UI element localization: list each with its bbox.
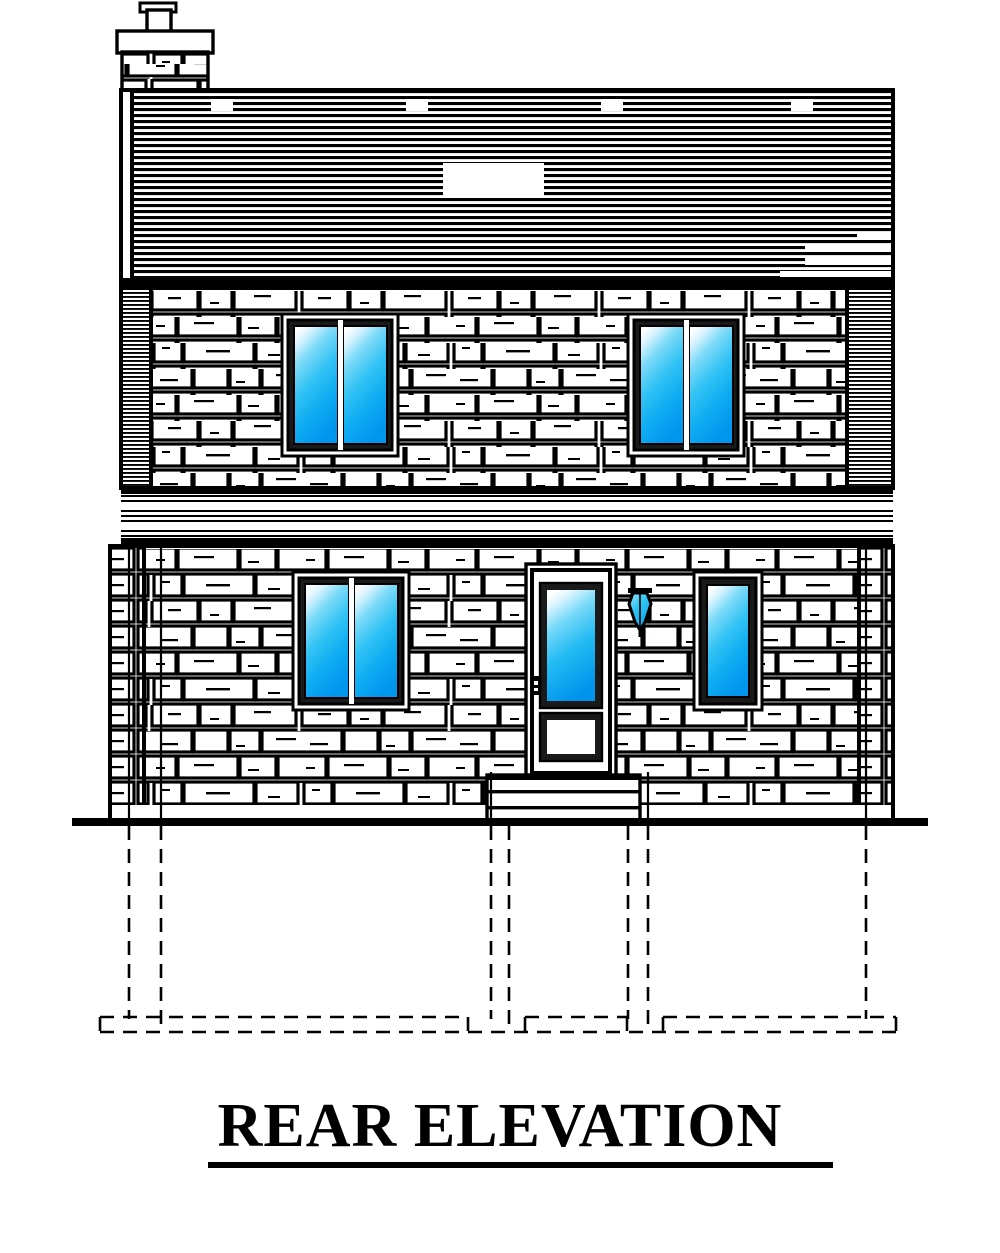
projection-guide-lines [127,546,868,818]
belt-course-siding [121,490,893,544]
shingle-roof [119,88,895,290]
upper-left-window[interactable] [280,312,400,458]
roof-vent-icon [791,99,813,111]
lower-left-window[interactable] [291,570,411,712]
window-mullion [338,320,343,450]
entry-stoop-steps [485,773,642,824]
door-glass-panel [547,590,595,701]
window-pane [342,325,388,445]
corner-trim-left-edge [149,288,153,488]
roof-rake-line [130,90,134,288]
quoin-right-edge [857,546,861,822]
corner-trim-right [848,288,893,488]
chimney-stone-body [122,52,208,94]
roof-vent-icon [211,99,233,111]
foundation-footing-outline [98,826,898,1034]
belt-course-top-edge [121,488,893,494]
window-mullion [684,320,689,450]
belt-course-band [121,488,893,548]
stoop-body [485,773,642,824]
window-pane [293,325,339,445]
roof-vent-group [211,99,813,111]
chimney-cap-slab [115,29,215,55]
roof-vent-icon [601,99,623,111]
upper-right-window[interactable] [626,312,746,458]
roof-rake-trim [121,90,130,288]
roof-eave-fascia [121,278,893,288]
belt-course-bottom-edge [121,538,893,544]
stoop-tread-line [487,806,640,810]
window-pane [304,583,350,699]
door-handle-icon[interactable] [531,676,541,695]
window-pane [353,583,399,699]
corner-trim-left [121,288,152,488]
roof-skylight-icon [443,163,544,196]
drawing-title: REAR ELEVATION [217,1092,783,1160]
quoin-left [110,546,144,805]
door-lower-panel [547,720,595,754]
roof-course-break [780,271,893,277]
window-pane [639,325,685,445]
drawing-title-underline [208,1162,833,1168]
quoin-left-edge [142,546,146,822]
roof-course-break [805,258,893,265]
upper-floor-wall [119,286,895,490]
window-pane [706,584,750,698]
lantern-top-cap [628,588,652,593]
quoin-right [859,546,893,805]
rear-entry-door[interactable] [524,562,618,781]
window-pane [688,325,734,445]
lower-right-window[interactable] [692,570,764,712]
corner-trim-right-edge [845,288,849,488]
exterior-wall-lantern [627,588,653,637]
belt-course-reveal [121,505,893,509]
roof-course-break [805,245,893,252]
drawing-title-block: REAR ELEVATION [0,1095,1000,1157]
belt-course-reveal [121,524,893,528]
roof-vent-icon [406,99,428,111]
grade-ground-line [72,818,928,826]
roof-course-break [857,232,893,239]
window-mullion [349,578,354,704]
stoop-top-tread [487,775,640,780]
stoop-tread-line [487,790,640,794]
